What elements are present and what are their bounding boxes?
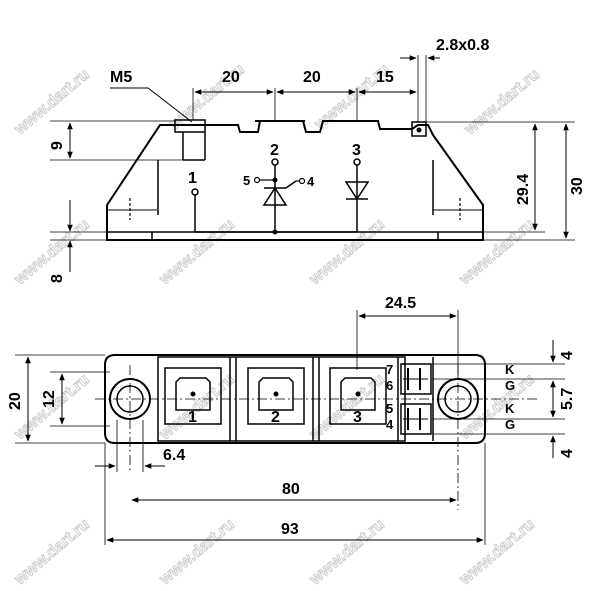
dim-mount: 80 — [282, 481, 300, 498]
dim-width-inner: 12 — [41, 390, 58, 408]
dim-terminal: 2.8x0.8 — [436, 37, 489, 54]
watermark: www.dart.ru — [11, 66, 93, 139]
dim-pitch-2: 20 — [303, 69, 321, 86]
watermark: www.dart.ru — [456, 216, 538, 289]
pin-3-label: 3 — [352, 142, 361, 159]
watermark: www.dart.ru — [156, 216, 238, 289]
pin-4-label: 4 — [307, 174, 315, 189]
label-k-upper: K — [505, 362, 515, 377]
dim-right-top: 4 — [559, 351, 576, 360]
dim-height-total: 30 — [569, 177, 586, 195]
thread-label: M5 — [110, 69, 132, 86]
terminal-1-label: 1 — [188, 409, 197, 426]
pin-2-label: 2 — [270, 142, 279, 159]
terminal-2-label: 2 — [271, 409, 280, 426]
pin-5-label: 5 — [243, 173, 250, 188]
terminal-3-label: 3 — [353, 409, 362, 426]
dim-left-bottom: 8 — [49, 274, 66, 283]
gate-pin-5-label: 5 — [386, 401, 393, 416]
watermark: www.dart.ru — [306, 516, 388, 589]
gate-pin-7-label: 7 — [386, 362, 393, 377]
watermark: www.dart.ru — [11, 516, 93, 589]
watermark-layer: www.dart.ru www.dart.ru www.dart.ru www.… — [10, 60, 543, 589]
gate-pin-6-label: 6 — [386, 378, 393, 393]
gate-pin-4-label: 4 — [386, 417, 394, 432]
watermark: www.dart.ru — [461, 66, 543, 139]
top-view — [15, 310, 565, 545]
dim-width-total: 20 — [7, 392, 24, 410]
dim-hole: 6.4 — [163, 447, 185, 464]
dim-height-inner: 29.4 — [515, 174, 532, 205]
pin-1-label: 1 — [188, 170, 197, 187]
dim-left-height: 9 — [49, 141, 66, 150]
dim-length: 93 — [281, 521, 299, 538]
watermark: www.dart.ru — [306, 216, 388, 289]
side-housing-outline — [106, 120, 484, 241]
watermark: www.dart.ru — [156, 516, 238, 589]
dim-span: 24.5 — [385, 295, 416, 312]
dim-right-mid: 5.7 — [559, 388, 576, 410]
side-view — [50, 55, 575, 272]
dim-offset: 15 — [376, 69, 394, 86]
dim-right-bottom: 4 — [559, 449, 576, 458]
top-housing-outline — [104, 354, 486, 444]
label-g-upper: G — [505, 378, 515, 393]
label-g-lower: G — [505, 417, 515, 432]
watermark: www.dart.ru — [156, 371, 238, 444]
dim-pitch-1: 20 — [222, 69, 240, 86]
label-k-lower: K — [505, 401, 515, 416]
watermark: www.dart.ru — [456, 516, 538, 589]
